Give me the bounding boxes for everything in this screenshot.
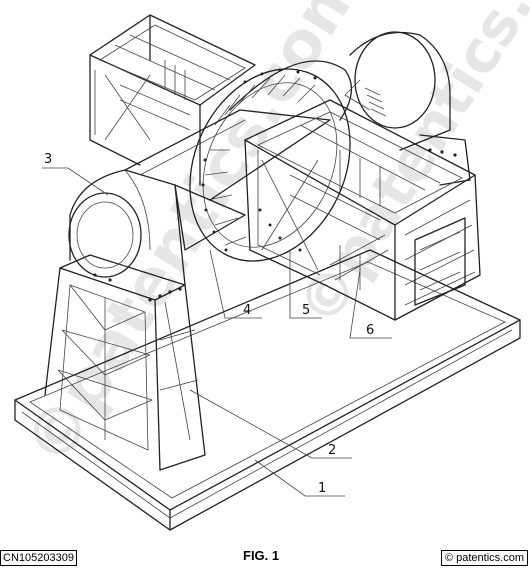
left-pedestal [44, 254, 206, 471]
ref-numeral-5: 5 [302, 303, 310, 318]
source-label: © patentics.com [440, 550, 528, 566]
leader-lines [42, 167, 392, 497]
ref-numeral-4: 4 [243, 303, 251, 318]
right-motor-housing [344, 31, 471, 186]
ref-numeral-2: 2 [328, 443, 336, 458]
ref-numeral-6: 6 [366, 323, 374, 338]
figure-caption: FIG. 1 [243, 548, 280, 563]
turntable-disk [189, 60, 352, 262]
ref-numeral-1: 1 [318, 481, 326, 496]
ref-numeral-3: 3 [44, 152, 52, 167]
swing-arm [124, 109, 331, 251]
patent-number-label: CN105203309 [0, 550, 77, 566]
base-plate [14, 249, 521, 531]
rear-frame [89, 14, 256, 186]
